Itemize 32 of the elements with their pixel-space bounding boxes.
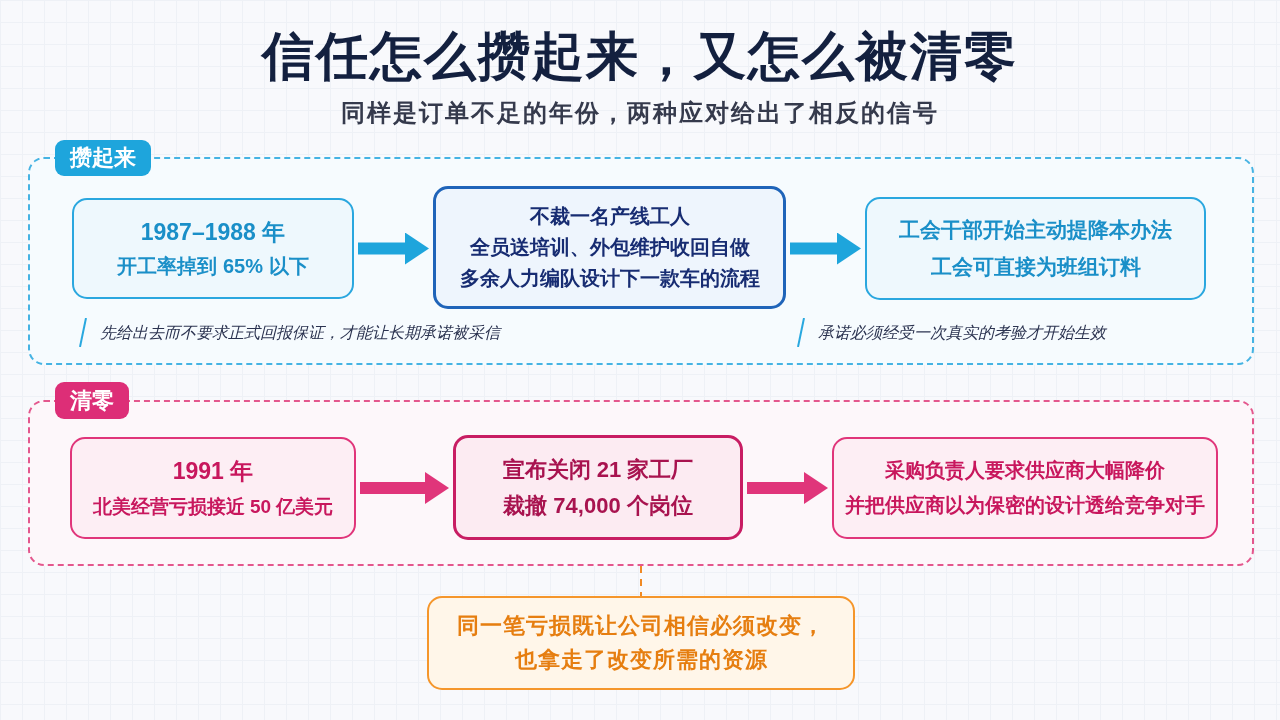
callout-box bbox=[427, 596, 855, 690]
arrow bbox=[360, 472, 449, 504]
body-text: 裁撤 74,000 个岗位 bbox=[503, 491, 693, 519]
body-text: 北美经营亏损接近 50 亿美元 bbox=[92, 495, 334, 519]
heading-text: 1987–1988 年 bbox=[140, 217, 286, 247]
action-box bbox=[433, 186, 786, 309]
note-text: 承诺必须经受一次真实的考验才开始生效 bbox=[818, 323, 1106, 343]
heading-text: 1991 年 bbox=[172, 457, 254, 486]
outcome-box bbox=[865, 197, 1206, 300]
body-text: 并把供应商以为保密的设计透给竞争对手 bbox=[845, 493, 1205, 518]
event-box bbox=[72, 198, 354, 299]
body-text: 同一笔亏损既让公司相信必须改变，也拿走了改变所需的资源 bbox=[456, 611, 826, 674]
arrow bbox=[790, 232, 861, 265]
body-text: 宣布关闭 21 家工厂 bbox=[502, 456, 694, 484]
body-text: 不裁一名产线工人 bbox=[529, 204, 690, 229]
body-text: 工会可直接为班组订料 bbox=[930, 253, 1141, 280]
outcome-box bbox=[832, 437, 1218, 539]
subtitle: 同样是订单不足的年份，两种应对给出了相反的信号 bbox=[341, 98, 939, 128]
section-tag: 攒起来 bbox=[55, 140, 151, 176]
title: 信任怎么攒起来，又怎么被清零 bbox=[262, 26, 1018, 86]
event-box bbox=[70, 437, 356, 539]
body-text: 全员送培训、外包维护收回自做 bbox=[469, 235, 750, 260]
body-text: 多余人力编队设计下一款车的流程 bbox=[459, 266, 760, 291]
body-text: 开工率掉到 65% 以下 bbox=[117, 254, 309, 280]
arrow bbox=[358, 232, 429, 265]
arrow bbox=[747, 472, 828, 504]
note-text: 先给出去而不要求正式回报保证，才能让长期承诺被采信 bbox=[100, 323, 500, 343]
connector-line bbox=[640, 565, 642, 597]
body-text: 工会干部开始主动提降本办法 bbox=[899, 217, 1172, 244]
section-tag: 清零 bbox=[55, 382, 129, 419]
action-box bbox=[453, 435, 743, 540]
body-text: 采购负责人要求供应商大幅降价 bbox=[885, 458, 1165, 483]
